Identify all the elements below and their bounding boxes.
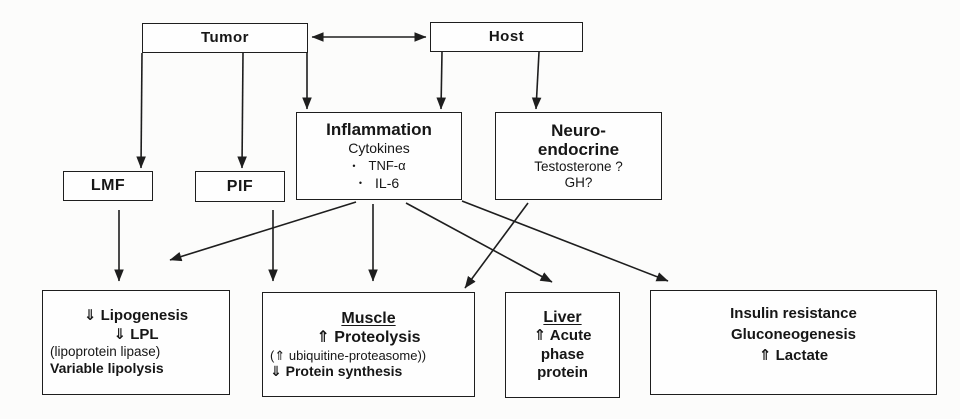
adipose-lpl-expansion: (lipoprotein lipase): [50, 344, 161, 360]
neuroendocrine-title-line2: endocrine: [537, 139, 620, 159]
edge-tumor-lmf: [136, 52, 146, 169]
node-inflammation: Inflammation Cytokines • TNF-α • IL-6: [296, 112, 462, 200]
edge-neuroendocrine-muscle: [464, 202, 529, 289]
muscle-protein-synthesis: ⇓ Protein synthesis: [270, 363, 403, 380]
inflammation-cytokine-row: • TNF-α: [352, 158, 405, 174]
node-pif: PIF: [195, 171, 285, 202]
bullet-icon: •: [352, 160, 356, 171]
bullet-icon: •: [358, 178, 363, 189]
edge-inflammation-adipose: [169, 201, 357, 262]
adipose-lpl: ⇓ LPL: [113, 325, 159, 343]
metabolic-insulin-resistance: Insulin resistance: [730, 305, 857, 322]
inflammation-cytokine-il6: IL-6: [375, 175, 400, 192]
pif-label: PIF: [226, 177, 254, 195]
neuroendocrine-gh: GH?: [564, 175, 593, 191]
inflammation-cytokine-row: • IL-6: [359, 175, 399, 192]
edge-inflammation-metabolic: [461, 200, 669, 282]
liver-phase: phase: [540, 345, 585, 363]
adipose-lipogenesis: ⇓ Lipogenesis: [83, 307, 189, 325]
host-label: Host: [488, 27, 525, 45]
muscle-title: Muscle: [341, 309, 396, 327]
liver-acute: ⇑ Acute: [533, 327, 592, 345]
node-neuroendocrine: Neuro- endocrine Testosterone ? GH?: [495, 112, 662, 200]
neuroendocrine-title-line1: Neuro-: [551, 120, 606, 140]
neuroendocrine-testosterone: Testosterone ?: [534, 158, 623, 174]
tumor-label: Tumor: [200, 28, 250, 46]
edge-tumor-pif: [237, 52, 247, 169]
liver-title: Liver: [543, 308, 582, 326]
node-adipose-effects: ⇓ Lipogenesis ⇓ LPL (lipoprotein lipase)…: [42, 290, 230, 395]
inflammation-subtitle: Cytokines: [348, 140, 410, 157]
edge-host-inflammation: [436, 51, 447, 110]
node-tumor: Tumor: [142, 23, 308, 53]
inflammation-title: Inflammation: [326, 119, 432, 139]
node-lmf: LMF: [63, 171, 153, 201]
node-liver-effects: Liver ⇑ Acute phase protein: [505, 292, 620, 398]
edge-host-neuroendocrine: [531, 51, 542, 110]
muscle-proteolysis: ⇑ Proteolysis: [316, 329, 421, 347]
metabolic-gluconeogenesis: Gluconeogenesis: [730, 326, 857, 343]
inflammation-cytokine-tnf: TNF-α: [368, 158, 406, 174]
liver-protein: protein: [537, 363, 588, 381]
lmf-label: LMF: [90, 177, 126, 195]
node-muscle-effects: Muscle ⇑ Proteolysis (⇑ ubiquitine-prote…: [262, 292, 475, 397]
edge-inflammation-liver: [405, 202, 553, 283]
adipose-lipolysis: Variable lipolysis: [50, 360, 164, 377]
metabolic-lactate: ⇑ Lactate: [758, 347, 829, 364]
node-metabolic-effects: Insulin resistance Gluconeogenesis ⇑ Lac…: [650, 290, 937, 395]
muscle-ubiquitine: (⇑ ubiquitine-proteasome)): [270, 347, 427, 363]
node-host: Host: [430, 22, 583, 52]
